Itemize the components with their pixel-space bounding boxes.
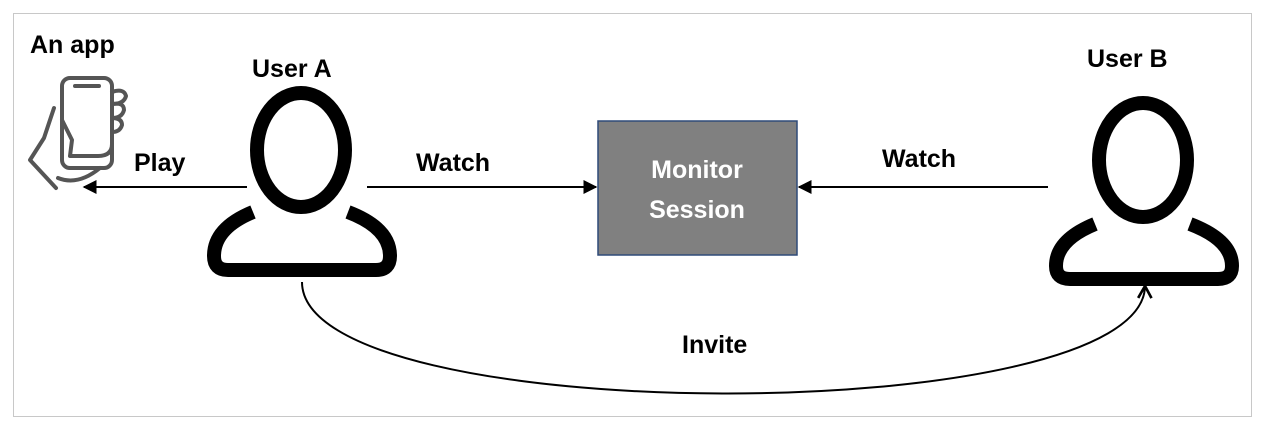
- invite-label: Invite: [682, 331, 747, 359]
- user-b-label: User B: [1087, 45, 1168, 73]
- user-b-icon: [1049, 96, 1239, 286]
- box-line-1: Monitor: [651, 156, 743, 184]
- play-label: Play: [134, 149, 186, 177]
- app-label: An app: [30, 31, 115, 59]
- watch-label-a: Watch: [416, 149, 490, 177]
- box-line-2: Session: [649, 196, 745, 224]
- monitor-session-box: [597, 120, 798, 256]
- watch-label-b: Watch: [882, 145, 956, 173]
- user-a-icon: [207, 86, 397, 277]
- phone-in-hand-icon: [28, 76, 128, 190]
- user-a-label: User A: [252, 55, 332, 83]
- diagram-frame: [13, 13, 1252, 417]
- invite-arrow: [301, 281, 1145, 395]
